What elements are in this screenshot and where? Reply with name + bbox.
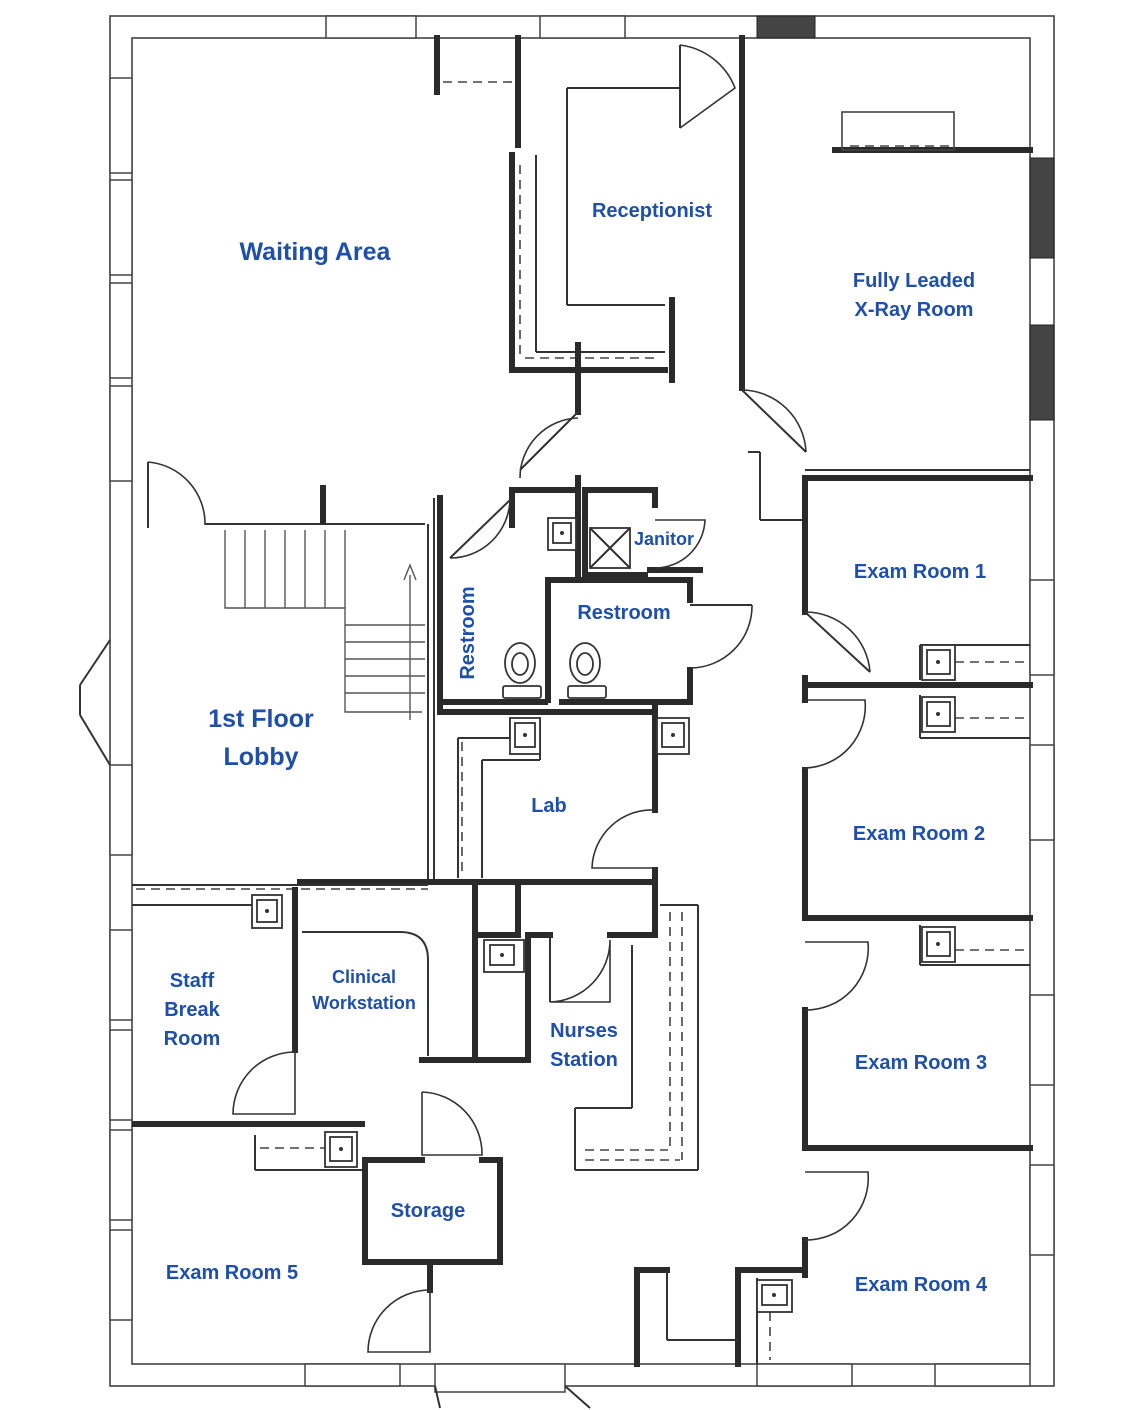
door-swing-icon xyxy=(449,499,511,559)
window-icon xyxy=(1029,744,1055,841)
label-clinical-line2: Workstation xyxy=(312,993,416,1013)
label-exam-room-3: Exam Room 3 xyxy=(855,1052,987,1074)
window-icon xyxy=(109,1029,133,1121)
door-swing-icon xyxy=(591,809,656,869)
label-restroom: Restroom xyxy=(577,602,670,624)
door-swing-icon xyxy=(549,939,611,1003)
window-icon xyxy=(1029,994,1055,1086)
label-waiting-area: Waiting Area xyxy=(240,238,392,266)
label-staff-line3: Room xyxy=(164,1028,221,1050)
window-icon xyxy=(109,929,133,1021)
window-icon xyxy=(1029,579,1055,676)
sink-icon xyxy=(756,1279,793,1313)
label-exam-room-4: Exam Room 4 xyxy=(855,1274,988,1296)
sinks xyxy=(251,517,956,1313)
door-swing-icon xyxy=(654,519,706,569)
staircase xyxy=(224,530,425,720)
label-staff-line1: Staff xyxy=(170,970,215,992)
window-icon xyxy=(539,15,626,39)
door-swing-icon xyxy=(804,699,867,769)
sink-icon xyxy=(324,1131,358,1168)
door-swings xyxy=(147,44,871,1353)
door-swing-icon xyxy=(804,941,870,1011)
label-receptionist: Receptionist xyxy=(592,200,712,222)
window-icon xyxy=(1029,324,1055,421)
sink-icon xyxy=(921,926,956,963)
label-janitor: Janitor xyxy=(634,529,694,549)
label-storage: Storage xyxy=(391,1200,465,1222)
label-lab: Lab xyxy=(531,795,567,817)
door-swing-icon xyxy=(147,461,206,528)
sink-icon xyxy=(921,696,956,733)
stair-arrow-icon xyxy=(403,563,417,581)
window-icon xyxy=(1029,157,1055,259)
label-xray-line1: Fully Leaded xyxy=(853,270,975,292)
window-icon xyxy=(109,179,133,276)
window-icon xyxy=(934,1363,1031,1387)
sink-icon xyxy=(656,717,690,755)
sink-icon xyxy=(921,644,956,681)
label-nurses-line1: Nurses xyxy=(550,1020,618,1042)
door-swing-icon xyxy=(232,1051,296,1115)
window-icon xyxy=(325,15,417,39)
door-swing-icon xyxy=(689,604,753,669)
door-swing-icon xyxy=(804,611,871,673)
window-icon xyxy=(109,282,133,379)
door-swing-icon xyxy=(804,1171,870,1241)
window-icon xyxy=(109,1129,133,1221)
window-icon xyxy=(109,385,133,482)
window-icon xyxy=(1029,1164,1055,1256)
window-icon xyxy=(756,1363,853,1387)
door-swing-icon xyxy=(519,411,579,479)
mop-sink-icon xyxy=(589,527,631,569)
sink-icon xyxy=(251,894,283,929)
room-labels: Waiting Area Receptionist Fully Leaded X… xyxy=(164,200,988,1296)
window-icon xyxy=(304,1363,401,1387)
label-lobby-line1: 1st Floor xyxy=(208,705,314,733)
toilet-icon xyxy=(567,642,607,699)
entry-doors xyxy=(79,639,591,1409)
label-lobby-line2: Lobby xyxy=(224,743,299,771)
sink-icon xyxy=(509,717,541,755)
door-swing-icon xyxy=(741,389,807,453)
label-clinical-line1: Clinical xyxy=(332,967,396,987)
label-exam-room-1: Exam Room 1 xyxy=(854,561,986,583)
door-swing-icon xyxy=(679,44,736,129)
label-restroom-vertical: Restroom xyxy=(457,586,479,679)
door-swing-icon xyxy=(421,1091,483,1156)
sink-icon xyxy=(547,517,577,551)
label-xray-line2: X-Ray Room xyxy=(855,299,974,321)
sink-icon xyxy=(483,939,525,973)
label-nurses-line2: Station xyxy=(550,1049,618,1071)
label-staff-line2: Break xyxy=(164,999,220,1021)
window-icon xyxy=(109,1229,133,1321)
window-icon xyxy=(109,764,133,856)
interior-walls xyxy=(132,35,1033,1367)
label-exam-room-5: Exam Room 5 xyxy=(166,1262,298,1284)
toilet-icon xyxy=(502,642,542,699)
label-exam-room-2: Exam Room 2 xyxy=(853,823,985,845)
window-icon xyxy=(756,15,816,39)
door-swing-icon xyxy=(367,1289,431,1353)
windows xyxy=(109,15,1055,1387)
toilets xyxy=(502,527,631,699)
window-icon xyxy=(109,77,133,174)
